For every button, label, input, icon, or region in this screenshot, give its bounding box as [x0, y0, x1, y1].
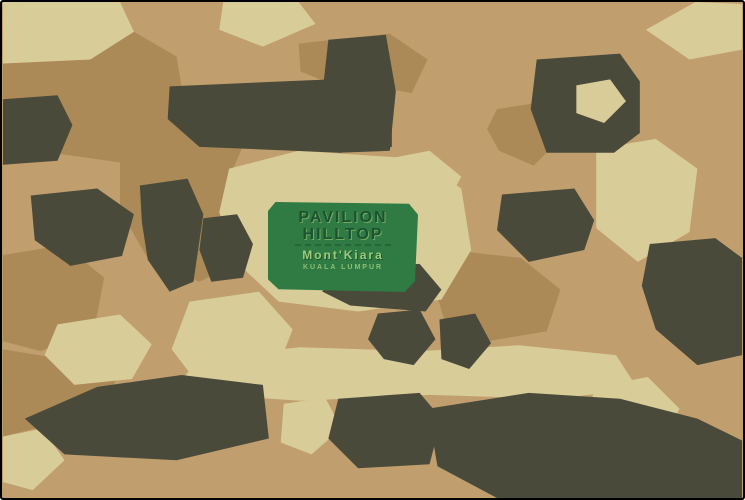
terrain-patch — [641, 238, 743, 366]
terrain-patch — [24, 374, 269, 461]
terrain-patch — [427, 392, 743, 498]
terrain-patch — [280, 397, 342, 455]
terrain-patch — [44, 314, 152, 385]
terrain-patch — [439, 313, 492, 370]
terrain-patch — [576, 79, 626, 124]
marker-subtitle: Mont'Kiara — [302, 248, 384, 262]
terrain-patch — [139, 178, 204, 292]
terrain-patch — [2, 2, 134, 64]
terrain-patch — [219, 2, 316, 47]
terrain-patch — [596, 138, 698, 262]
marker-title-line1: PAVILION — [298, 209, 388, 226]
map-marker-label[interactable]: PAVILION HILLTOP Mont'Kiara KUALA LUMPUR — [268, 202, 418, 292]
terrain-patch — [387, 150, 462, 207]
terrain-patch — [328, 392, 442, 469]
terrain-patch — [2, 95, 73, 165]
terrain-patch — [645, 2, 743, 60]
terrain-patch — [368, 309, 436, 366]
terrain-patch — [185, 345, 638, 401]
terrain-patch — [496, 188, 595, 262]
marker-caption: KUALA LUMPUR — [302, 264, 384, 271]
marker-title-line2: HILLTOP — [302, 226, 384, 243]
terrain-patch — [30, 188, 134, 266]
terrain-patch — [199, 214, 253, 282]
terrain-dark-patches — [2, 34, 743, 498]
terrain-patch — [2, 428, 65, 491]
marker-divider — [295, 244, 391, 246]
terrain-patch — [322, 34, 396, 153]
